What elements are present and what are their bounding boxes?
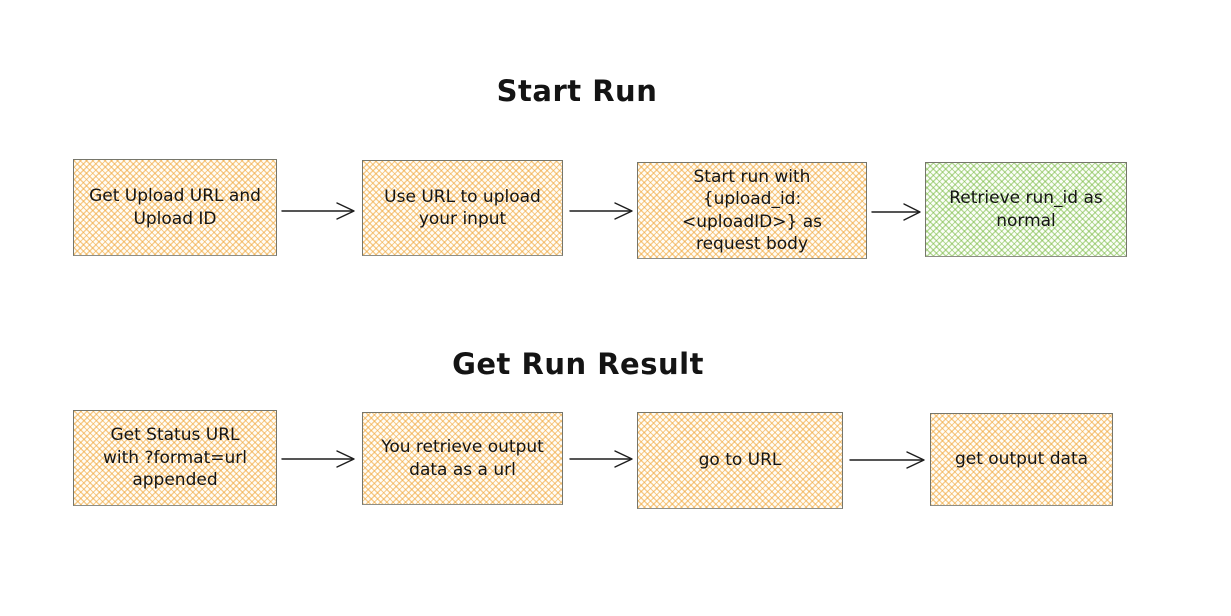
flow-arrow [281,202,355,220]
step-label: You retrieve output data as a url [381,437,544,480]
step-label: go to URL [698,450,782,471]
flow-arrow [849,451,925,469]
step-label: Retrieve run_id as normal [949,188,1103,231]
step-label: get output data [954,449,1089,470]
step-start-run-with-upload-id: Start run with {upload_id: <uploadID>} a… [637,162,867,259]
step-get-output-data: get output data [930,413,1113,506]
step-retrieve-output-data-url: You retrieve output data as a url [362,412,563,505]
flow-arrow [281,450,355,468]
step-get-upload-url: Get Upload URL and Upload ID [73,159,277,256]
section-title-start-run: Start Run [496,74,658,108]
section-title-get-run-result: Get Run Result [452,347,704,381]
step-label: Use URL to upload your input [384,186,541,229]
step-get-status-url: Get Status URL with ?format=url appended [73,410,277,506]
step-label: Start run with {upload_id: <uploadID>} a… [682,166,822,254]
step-label: Get Status URL with ?format=url appended [103,425,247,491]
flow-arrow [569,450,633,468]
step-retrieve-run-id: Retrieve run_id as normal [925,162,1127,257]
flow-arrow [569,202,633,220]
step-go-to-url: go to URL [637,412,843,509]
flow-arrow [871,203,921,221]
step-use-url-to-upload: Use URL to upload your input [362,160,563,256]
step-label: Get Upload URL and Upload ID [89,186,261,229]
